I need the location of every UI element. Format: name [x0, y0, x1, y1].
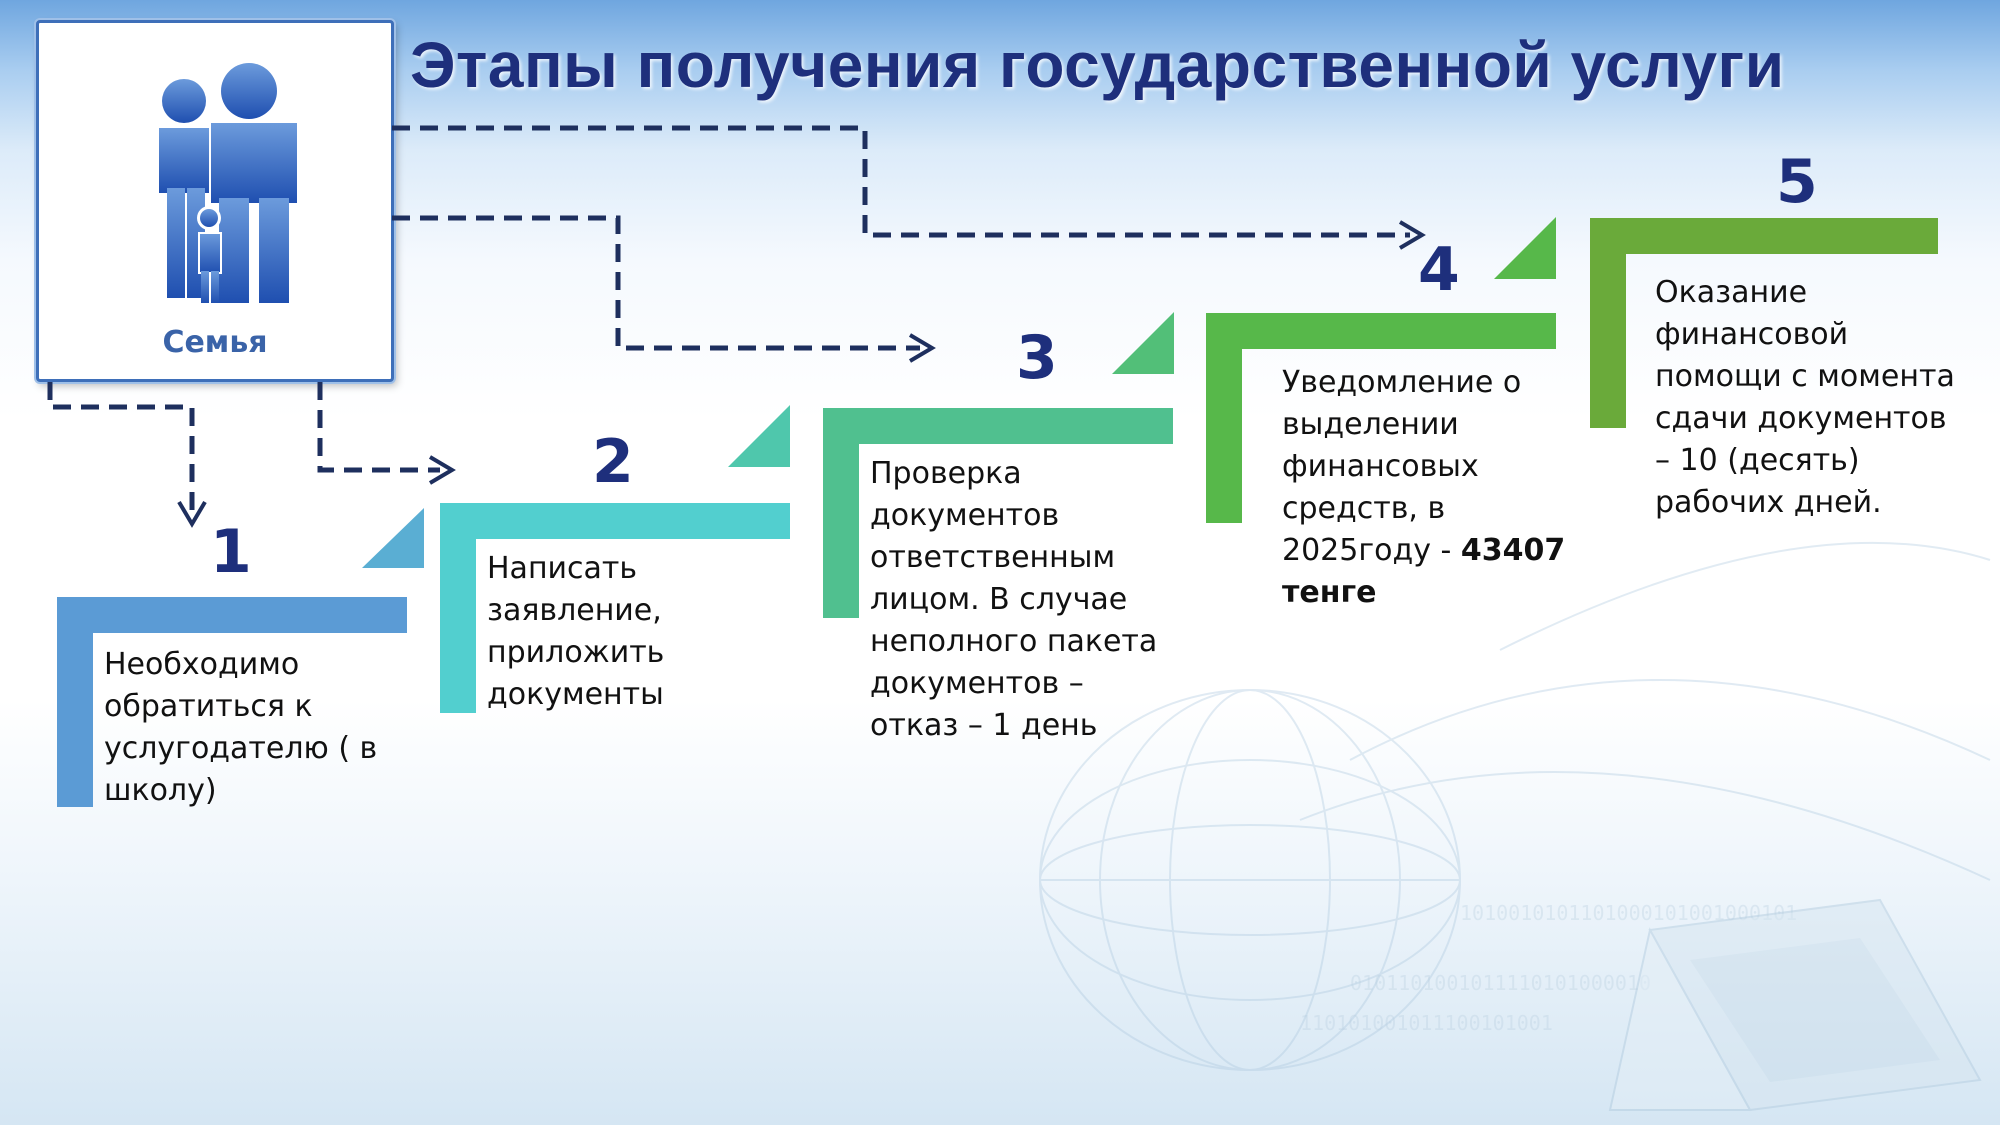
family-label: Семья [162, 325, 268, 360]
step-3-bar-top [823, 408, 1173, 444]
connector-to-step-2 [317, 382, 440, 473]
step-1-number: 1 [210, 517, 252, 587]
arrow-down-icon [177, 500, 207, 528]
step-4-number: 4 [1418, 235, 1460, 305]
step-5-text: Оказание финансовой помощи с момента сда… [1655, 275, 1955, 520]
step-1-triangle [362, 508, 424, 568]
step-4-text-regular: Уведомление о выделении финансовых средс… [1282, 365, 1522, 568]
step-5-bar-top [1590, 218, 1938, 254]
step-2-bar-side [440, 503, 476, 713]
step-2-triangle [728, 405, 790, 467]
step-4-bar-top [1206, 313, 1556, 349]
connector-to-step-3 [392, 215, 920, 351]
step-2-bar-top [440, 503, 790, 539]
step-3-bar-side [823, 408, 859, 618]
page-title: Этапы получения государственной услуги [410, 29, 1785, 101]
step-4-text: Уведомление о выделении финансовых средс… [1282, 362, 1572, 614]
family-card: Семья [36, 20, 394, 382]
step-1-bar-top [57, 597, 407, 633]
family-icon [159, 63, 297, 303]
binary-decoration: 0101101001011110101000010 [1350, 971, 1651, 995]
arrow-right-icon [908, 333, 936, 363]
step-1-bar-side [57, 597, 93, 807]
step-3-number: 3 [1016, 323, 1058, 393]
step-1-text: Необходимо обратиться к услугодателю ( в… [104, 647, 378, 808]
arrow-right-icon [1398, 220, 1426, 250]
binary-decoration: 110101001011100101001 [1300, 1011, 1553, 1035]
connector-to-step-4 [392, 125, 1410, 238]
laptop-decoration [1608, 898, 1982, 1112]
step-4-triangle [1494, 217, 1556, 279]
step-2-number: 2 [592, 427, 634, 497]
connector-to-step-1 [47, 382, 195, 510]
step-4-text-amount: 43407 тенге [1282, 533, 1566, 610]
step-4-bar-side [1206, 313, 1242, 523]
step-5-number: 5 [1776, 147, 1818, 217]
arrow-right-icon [428, 455, 456, 485]
step-3-triangle [1112, 312, 1174, 374]
step-3-text: Проверка документов ответственным лицом.… [870, 456, 1158, 743]
step-5-bar-side [1590, 218, 1626, 428]
step-2-text: Написать заявление, приложить документы [487, 551, 665, 712]
